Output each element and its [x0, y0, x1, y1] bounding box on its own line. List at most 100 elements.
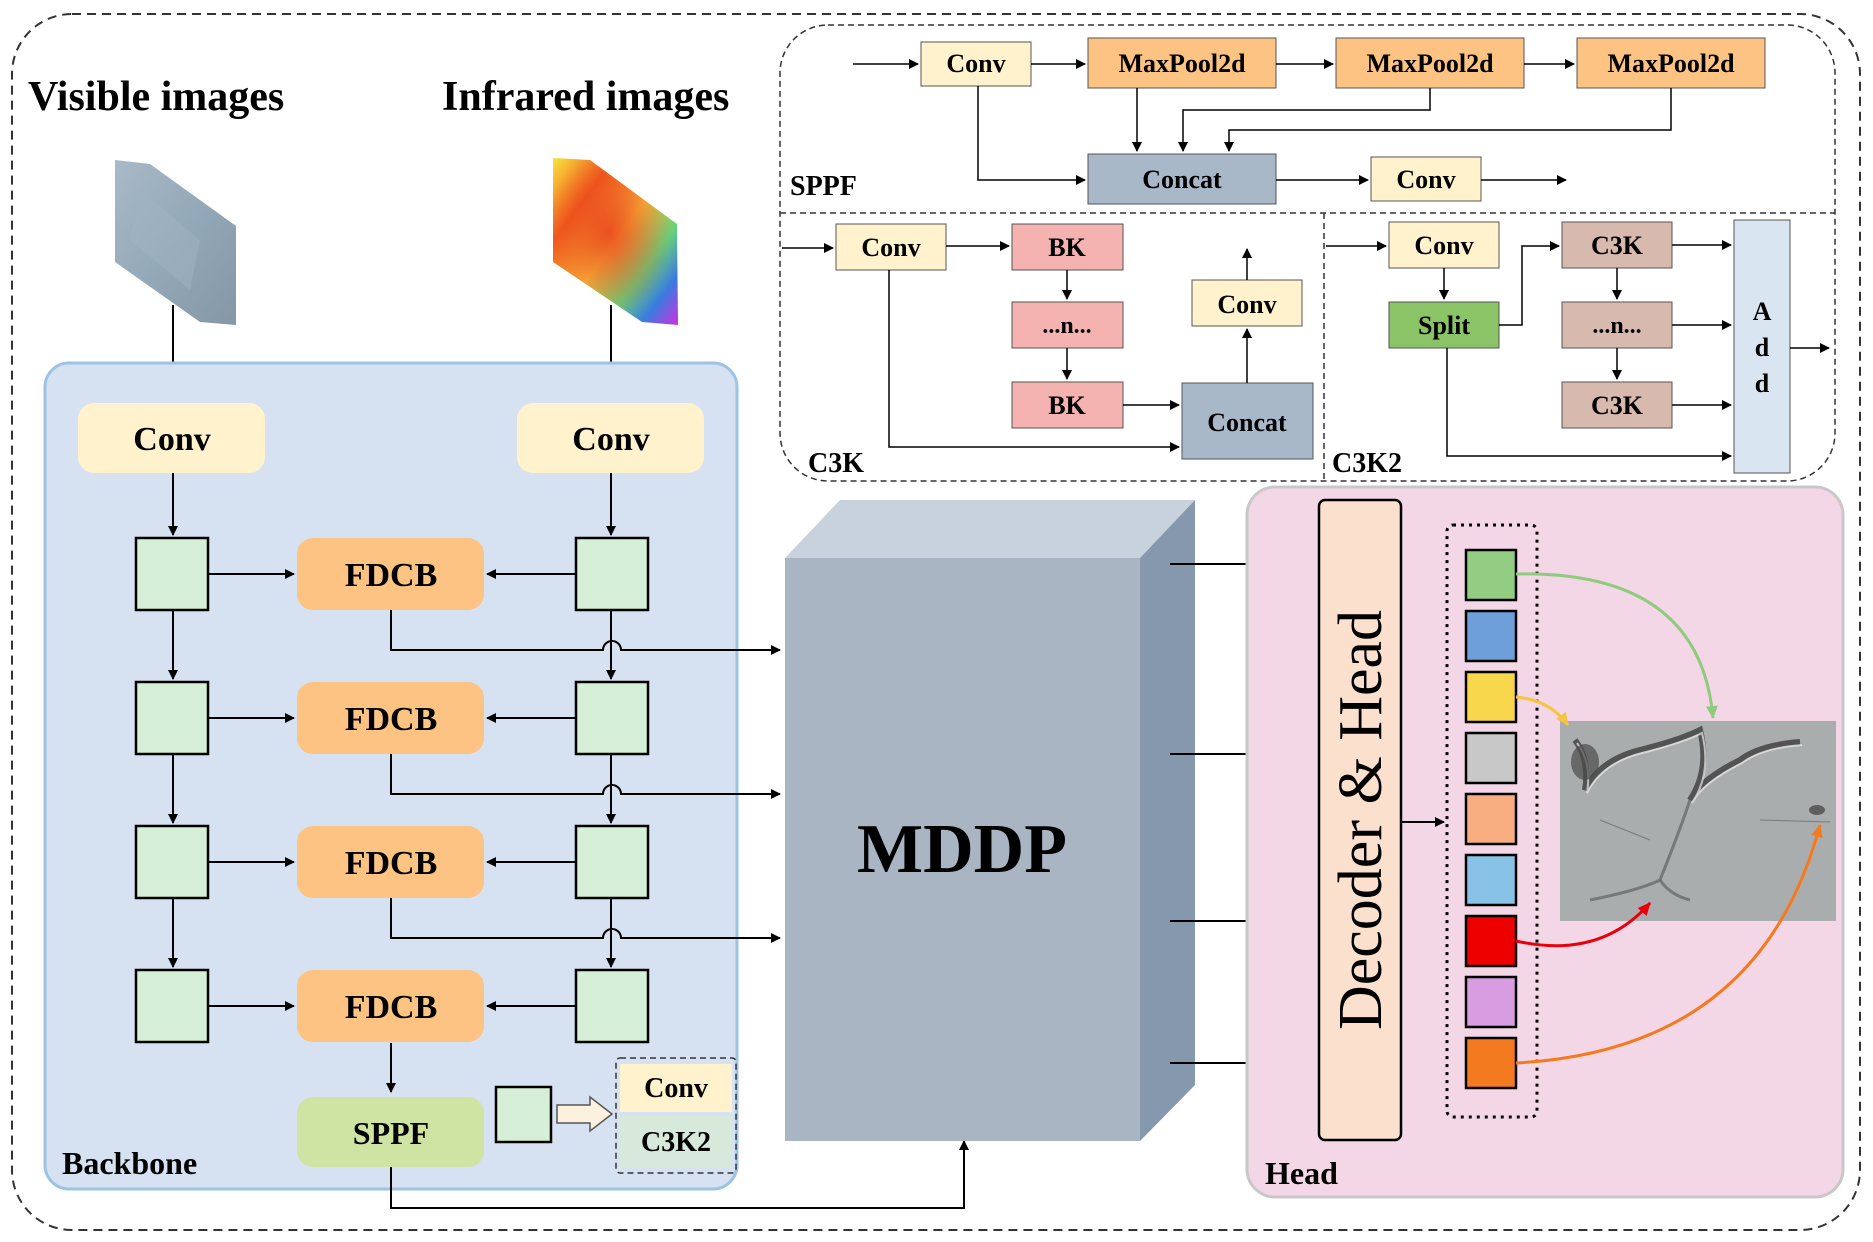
svg-text:Conv: Conv — [572, 421, 649, 458]
infrared-feature-3 — [574, 824, 650, 900]
fdcb-block-4 — [297, 970, 484, 1042]
infrared-feature-4 — [574, 968, 650, 1044]
palette-swatch-2 — [1464, 609, 1518, 663]
c3k2-detail: C3K2 Conv Split C3K ...n... C3K A d d — [1326, 219, 1830, 479]
yellow-class-arrow — [1515, 695, 1570, 726]
c3k-conv-1 — [835, 223, 947, 271]
svg-text:...n...: ...n... — [1042, 313, 1091, 339]
fdcb-block-2 — [297, 682, 484, 754]
svg-text:C3K2: C3K2 — [641, 1127, 711, 1158]
fdcb-block-1 — [297, 538, 484, 610]
fdcb-label-3: FDCB — [345, 845, 438, 882]
svg-text:d: d — [1755, 369, 1770, 398]
c3k-concat — [1181, 382, 1314, 460]
visible-feature-4 — [134, 968, 210, 1044]
c3k-conv-2 — [1191, 279, 1303, 327]
infrared-image-thumbnail — [553, 158, 678, 325]
visible-feature-1 — [134, 536, 210, 612]
svg-text:C3K: C3K — [1591, 391, 1644, 420]
infrared-feature-2 — [574, 680, 650, 756]
visible-feature-3 — [134, 824, 210, 900]
palette-swatch-9 — [1464, 1036, 1518, 1090]
svg-text:Concat: Concat — [1142, 165, 1222, 194]
svg-text:BK: BK — [1048, 391, 1086, 420]
fdcb-label-1: FDCB — [345, 557, 438, 594]
c3k-bk-2 — [1011, 381, 1124, 429]
svg-text:MaxPool2d: MaxPool2d — [1118, 49, 1246, 78]
svg-text:A: A — [1753, 297, 1772, 326]
svg-text:C3K: C3K — [1591, 231, 1644, 260]
sppf-conv-2 — [1370, 156, 1482, 202]
visible-images-label: Visible images — [28, 74, 284, 120]
c3k2-c3k-2 — [1561, 381, 1673, 429]
red-class-arrow — [1515, 902, 1652, 948]
palette-swatch-1 — [1464, 548, 1518, 602]
mddp-label: MDDP — [857, 811, 1067, 888]
palette-swatch-5 — [1464, 792, 1518, 846]
sppf-concat — [1087, 153, 1277, 205]
svg-text:Conv: Conv — [861, 233, 920, 262]
head-title: Head — [1265, 1155, 1338, 1191]
decoder-head-block — [1317, 498, 1403, 1142]
palette-swatch-6 — [1464, 853, 1518, 907]
palette-swatch-3 — [1464, 670, 1518, 724]
palette-swatch-4 — [1464, 731, 1518, 785]
svg-text:...n...: ...n... — [1592, 313, 1641, 339]
mddp-block: MDDP — [785, 500, 1195, 1141]
fdcb-block-3 — [297, 826, 484, 898]
class-palette — [1464, 548, 1518, 1090]
svg-text:Conv: Conv — [1396, 165, 1455, 194]
c3k2-detail-title: C3K2 — [1332, 448, 1402, 479]
palette-swatch-8 — [1464, 975, 1518, 1029]
fdcb-label-2: FDCB — [345, 701, 438, 738]
svg-text:d: d — [1755, 333, 1770, 362]
visible-feature-2 — [134, 680, 210, 756]
svg-text:Conv: Conv — [1217, 290, 1276, 319]
visible-conv-block — [78, 403, 265, 473]
decoder-head-label: Decoder & Head — [1327, 610, 1395, 1030]
legend-c3k2 — [620, 1116, 732, 1168]
svg-text:Conv: Conv — [644, 1073, 708, 1104]
sppf-detail: SPPF Conv MaxPool2d MaxPool2d MaxPool2d … — [790, 37, 1766, 205]
sppf-detail-title: SPPF — [790, 171, 857, 202]
visible-image-thumbnail — [115, 160, 236, 325]
backbone-sppf-block — [297, 1097, 484, 1167]
legend-conv — [620, 1064, 732, 1112]
sppf-maxpool-2 — [1335, 37, 1525, 89]
svg-text:Conv: Conv — [1414, 231, 1473, 260]
orange-class-arrow — [1515, 824, 1823, 1065]
svg-text:MaxPool2d: MaxPool2d — [1366, 49, 1494, 78]
infrared-images-label: Infrared images — [442, 74, 729, 120]
infrared-conv-block — [517, 403, 704, 473]
backbone-stages: FDCB FDCB FDCB FDCB — [134, 473, 781, 1044]
svg-text:Conv: Conv — [133, 421, 210, 458]
crack-segmentation-image — [1560, 721, 1836, 921]
sppf-conv-1 — [920, 41, 1032, 87]
c3k-detail-title: C3K — [808, 448, 864, 479]
c3k-ellipsis — [1011, 301, 1124, 349]
svg-text:Conv: Conv — [946, 49, 1005, 78]
sppf-maxpool-1 — [1087, 37, 1277, 89]
class-palette-frame — [1445, 523, 1539, 1119]
c3k2-ellipsis — [1561, 301, 1673, 349]
c3k-bk-1 — [1011, 223, 1124, 271]
svg-text:Concat: Concat — [1207, 408, 1287, 437]
legend-feature-square — [494, 1085, 553, 1144]
legend-box — [615, 1057, 737, 1174]
detail-panel — [779, 24, 1836, 482]
svg-text:MaxPool2d: MaxPool2d — [1607, 49, 1735, 78]
backbone-title: Backbone — [62, 1145, 197, 1181]
outer-frame — [11, 13, 1861, 1231]
c3k-detail: C3K Conv BK ...n... BK Concat Conv — [782, 223, 1314, 479]
infrared-feature-1 — [574, 536, 650, 612]
svg-text:SPPF: SPPF — [353, 1115, 429, 1151]
legend-arrow — [556, 1095, 614, 1133]
c3k2-conv — [1388, 221, 1500, 269]
c3k2-add — [1733, 219, 1791, 474]
svg-text:BK: BK — [1048, 233, 1086, 262]
fdcb-label-4: FDCB — [345, 989, 438, 1026]
green-class-arrow — [1515, 572, 1718, 719]
palette-swatch-7 — [1464, 914, 1518, 968]
svg-text:Split: Split — [1418, 311, 1470, 340]
